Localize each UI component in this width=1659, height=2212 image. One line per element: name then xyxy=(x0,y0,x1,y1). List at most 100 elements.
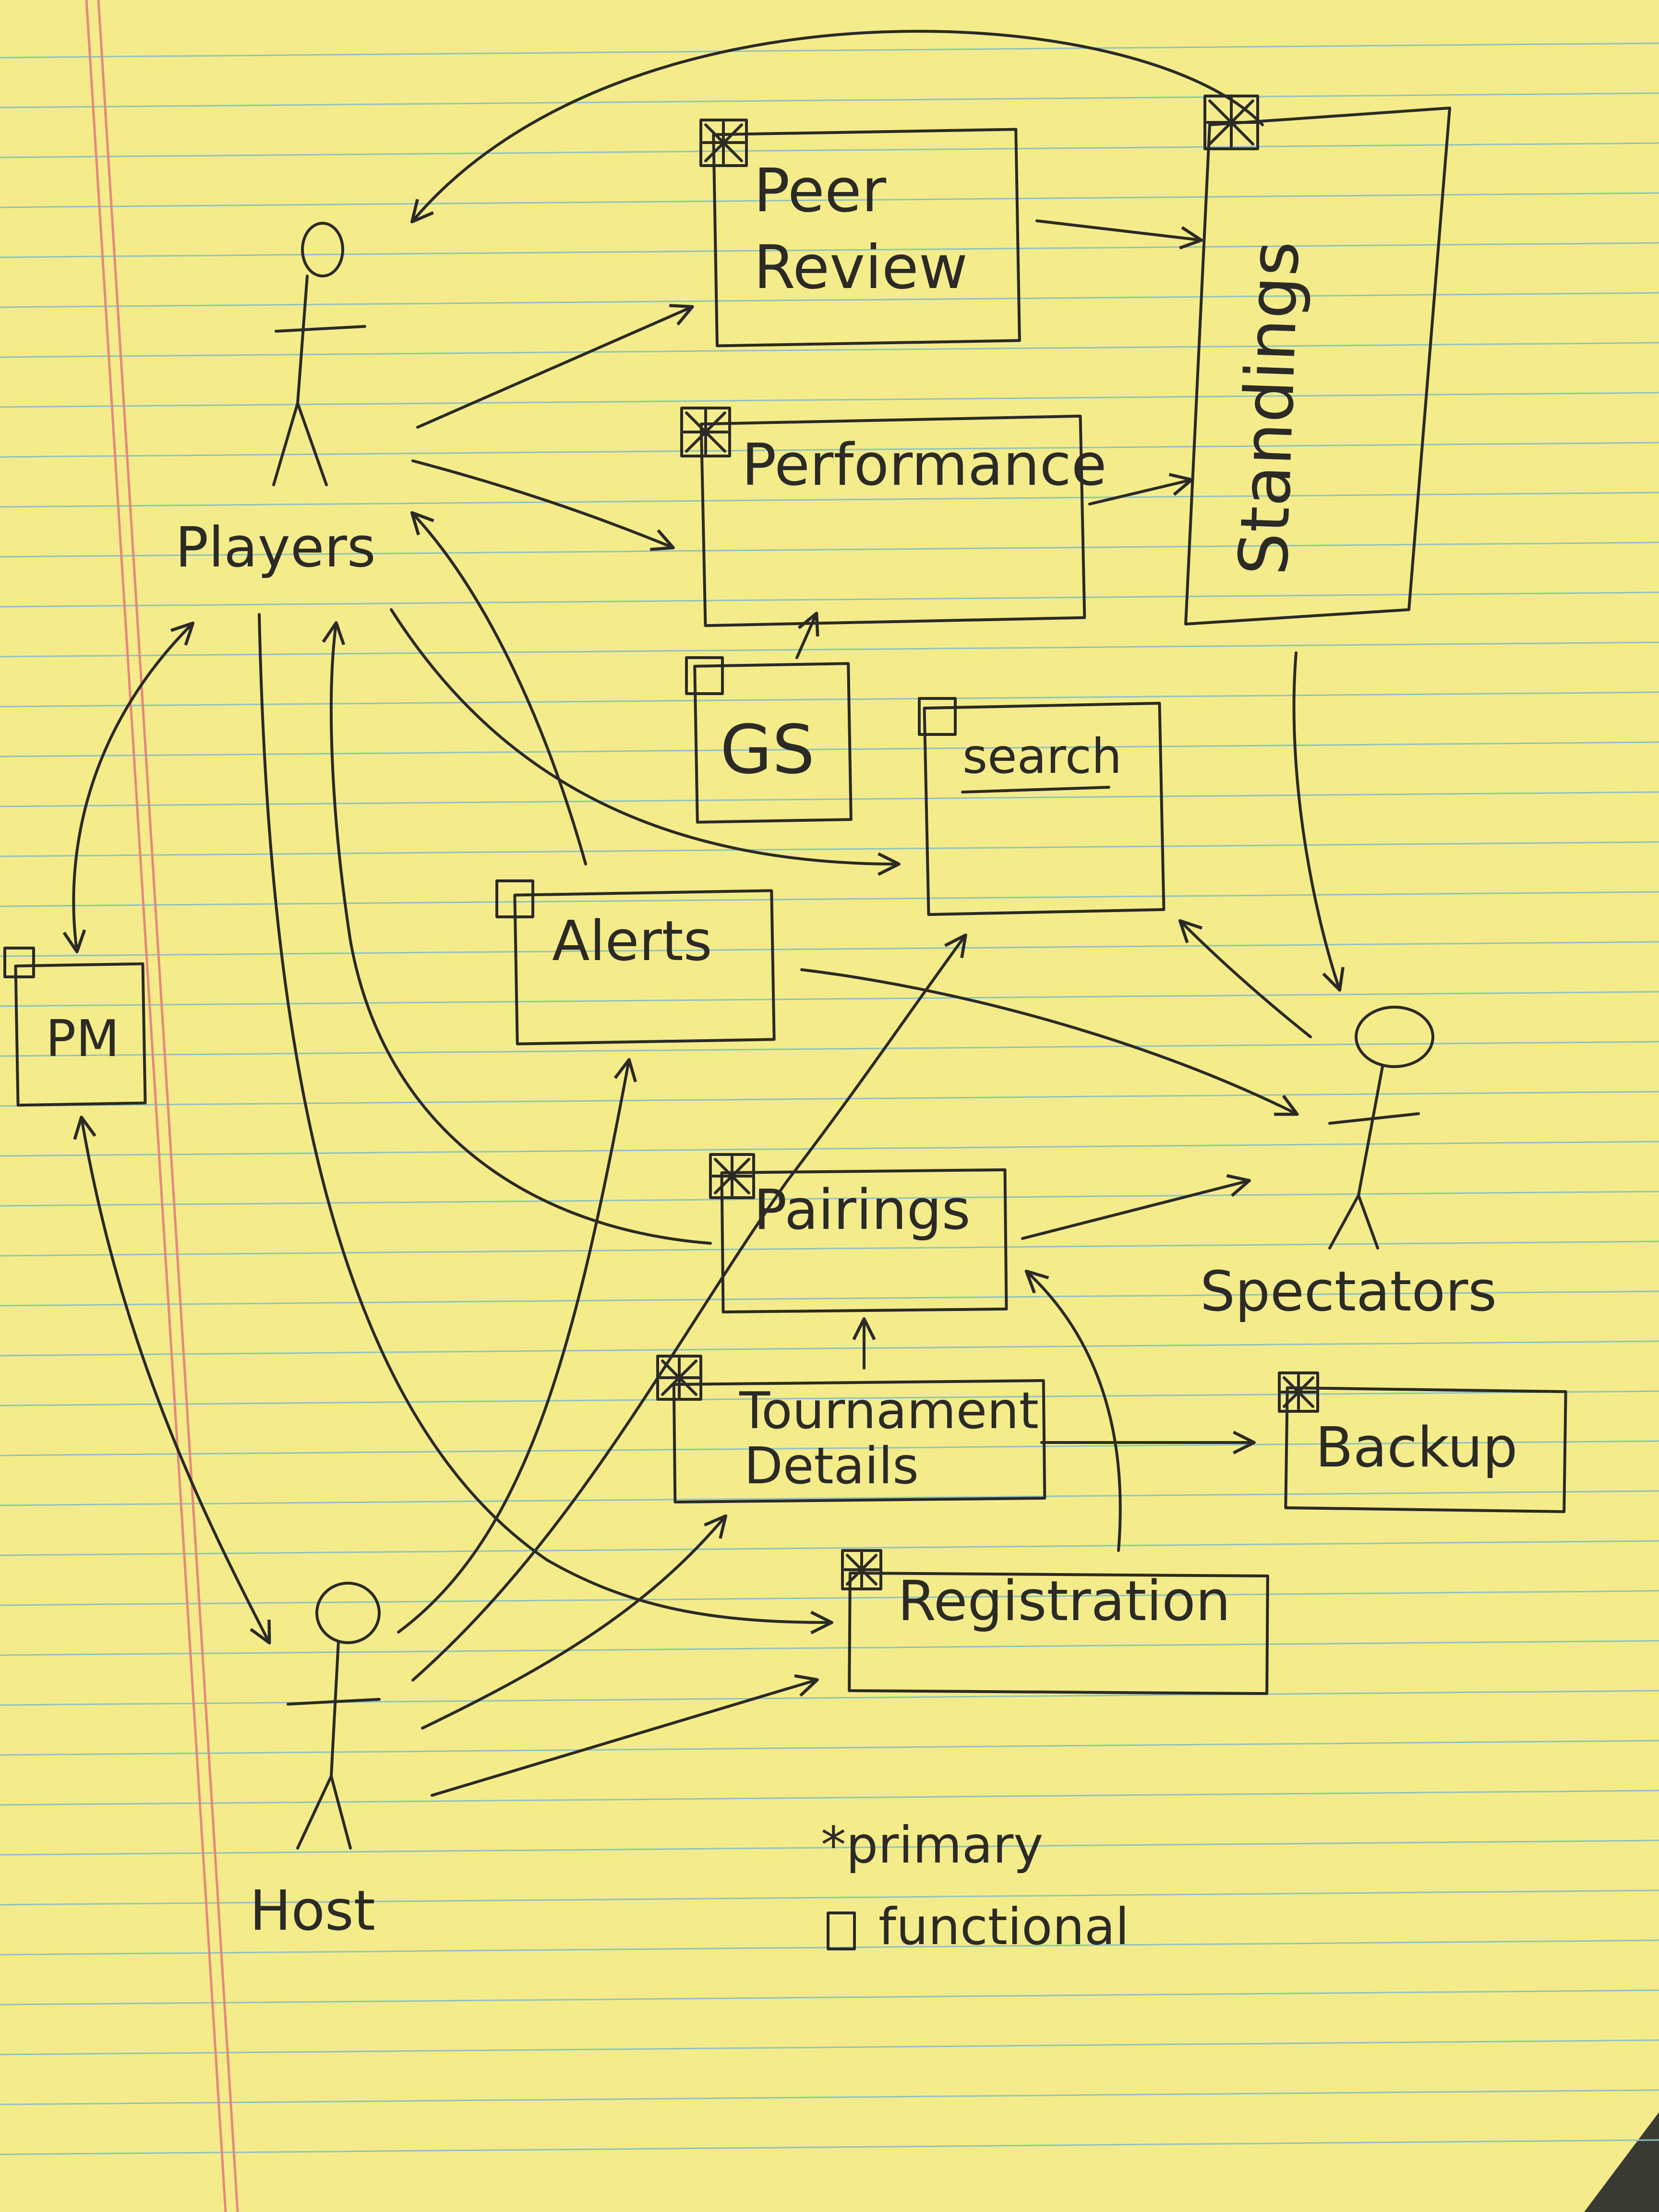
box-gs: GS xyxy=(685,656,853,824)
functional-marker-icon xyxy=(918,697,957,736)
arrow-players-to-peer-review xyxy=(416,304,694,429)
box-tournament-details: Tournament Details xyxy=(656,1355,1046,1504)
search-label: search xyxy=(962,728,1122,784)
pm-label: PM xyxy=(46,1010,120,1068)
arrow-registration-to-pairings xyxy=(1024,1269,1122,1552)
ruled-line xyxy=(0,1041,1659,1057)
performance-label: Performance xyxy=(742,432,1106,499)
ruled-line xyxy=(0,192,1659,208)
arrow-players-to-performance xyxy=(411,459,675,551)
primary-marker-icon xyxy=(656,1355,702,1401)
ruled-line xyxy=(0,991,1659,1007)
actor-spectators: Spectators xyxy=(1200,1006,1497,1324)
arrow-alerts-to-players xyxy=(410,511,587,866)
ruled-line xyxy=(0,1690,1659,1706)
ruled-line xyxy=(0,841,1659,857)
ruled-line xyxy=(0,1590,1659,1606)
peer-review-label-line1: Peer xyxy=(754,156,887,226)
ruled-line xyxy=(0,941,1659,957)
ruled-line xyxy=(0,1340,1659,1357)
primary-marker-icon xyxy=(1203,95,1259,150)
ruled-line xyxy=(0,1989,1659,2006)
ruled-line xyxy=(0,92,1659,108)
arrow-players-to-registration xyxy=(258,613,833,1635)
ruled-line xyxy=(0,142,1659,158)
gs-label: GS xyxy=(720,711,815,789)
primary-marker-icon xyxy=(841,1549,882,1590)
ruled-line xyxy=(0,2139,1659,2155)
arrow-host-to-registration xyxy=(431,1674,819,1797)
arrow-spectators-to-search xyxy=(1178,919,1312,1038)
ruled-line xyxy=(0,1091,1659,1107)
alerts-label: Alerts xyxy=(552,909,712,974)
arrow-standings-to-players xyxy=(410,30,1264,224)
arrow-standings-to-spectators xyxy=(1292,651,1345,992)
ruled-line xyxy=(0,442,1659,458)
connectors xyxy=(62,30,1345,1797)
ruled-line xyxy=(0,591,1659,608)
legend-primary-label: *primary xyxy=(821,1816,1043,1875)
ruled-line xyxy=(0,292,1659,308)
standings-label: Standings xyxy=(1225,240,1314,577)
box-pm: PM xyxy=(3,947,147,1107)
ruled-line xyxy=(0,492,1659,508)
box-pairings: Pairings xyxy=(709,1153,1008,1314)
functional-marker-icon xyxy=(3,947,35,978)
arrow-players-pm xyxy=(62,621,195,953)
box-alerts: Alerts xyxy=(495,879,776,1046)
ruled-line xyxy=(0,741,1659,757)
ruled-line xyxy=(0,2039,1659,2056)
ruled-line xyxy=(0,1141,1659,1157)
box-backup: Backup xyxy=(1278,1371,1567,1514)
ruled-line xyxy=(0,541,1659,558)
registration-label: Registration xyxy=(898,1569,1230,1634)
arrow-pairings-to-spectators xyxy=(1021,1174,1251,1240)
tournament-details-label-line1: Tournament xyxy=(739,1382,1039,1440)
actor-host: Host xyxy=(250,1582,381,1943)
ruled-line xyxy=(0,1440,1659,1456)
ruled-line xyxy=(0,1190,1659,1207)
ruled-line xyxy=(0,392,1659,408)
spectators-label: Spectators xyxy=(1200,1260,1497,1324)
ruled-line xyxy=(0,1290,1659,1307)
functional-marker-icon xyxy=(495,879,534,918)
stick-figure-icon xyxy=(1328,1006,1434,1250)
tournament-details-label-line2: Details xyxy=(744,1437,919,1495)
ruled-line xyxy=(0,1540,1659,1556)
ruled-line xyxy=(0,791,1659,807)
ruled-line xyxy=(0,1889,1659,1906)
arrow-alerts-to-spectators xyxy=(800,968,1299,1116)
ruled-line xyxy=(0,1740,1659,1756)
ruled-line xyxy=(0,1390,1659,1407)
box-registration: Registration xyxy=(841,1549,1269,1695)
arrow-peer-review-to-standings xyxy=(1035,219,1203,250)
backup-label: Backup xyxy=(1315,1416,1518,1480)
ruled-line xyxy=(0,42,1659,59)
ruled-line xyxy=(0,691,1659,708)
primary-marker-icon xyxy=(699,119,748,167)
ruled-line xyxy=(0,2089,1659,2105)
search-underline xyxy=(961,786,1110,793)
margin-line xyxy=(97,0,239,2212)
ruled-line xyxy=(0,1839,1659,1856)
box-peer-review: Peer Review xyxy=(699,119,1021,348)
box-performance: Performance xyxy=(680,407,1106,627)
legend-functional-label: functional xyxy=(878,1898,1129,1956)
stick-figure-icon xyxy=(272,222,366,486)
primary-marker-icon xyxy=(680,407,731,457)
box-search: search xyxy=(918,697,1166,916)
functional-marker-icon xyxy=(685,656,724,695)
arrow-pm-host xyxy=(73,1116,271,1645)
arrow-host-to-tournament-details xyxy=(421,1514,727,1730)
ruled-line xyxy=(0,641,1659,658)
ruled-line xyxy=(0,1640,1659,1656)
primary-marker-icon xyxy=(1278,1371,1319,1413)
ruled-line xyxy=(0,1490,1659,1506)
primary-marker-icon xyxy=(709,1153,755,1199)
players-label: Players xyxy=(175,516,376,580)
arrow-players-to-search xyxy=(390,608,901,876)
ruled-line xyxy=(0,342,1659,358)
legend: *primary functional xyxy=(821,1816,1129,1956)
